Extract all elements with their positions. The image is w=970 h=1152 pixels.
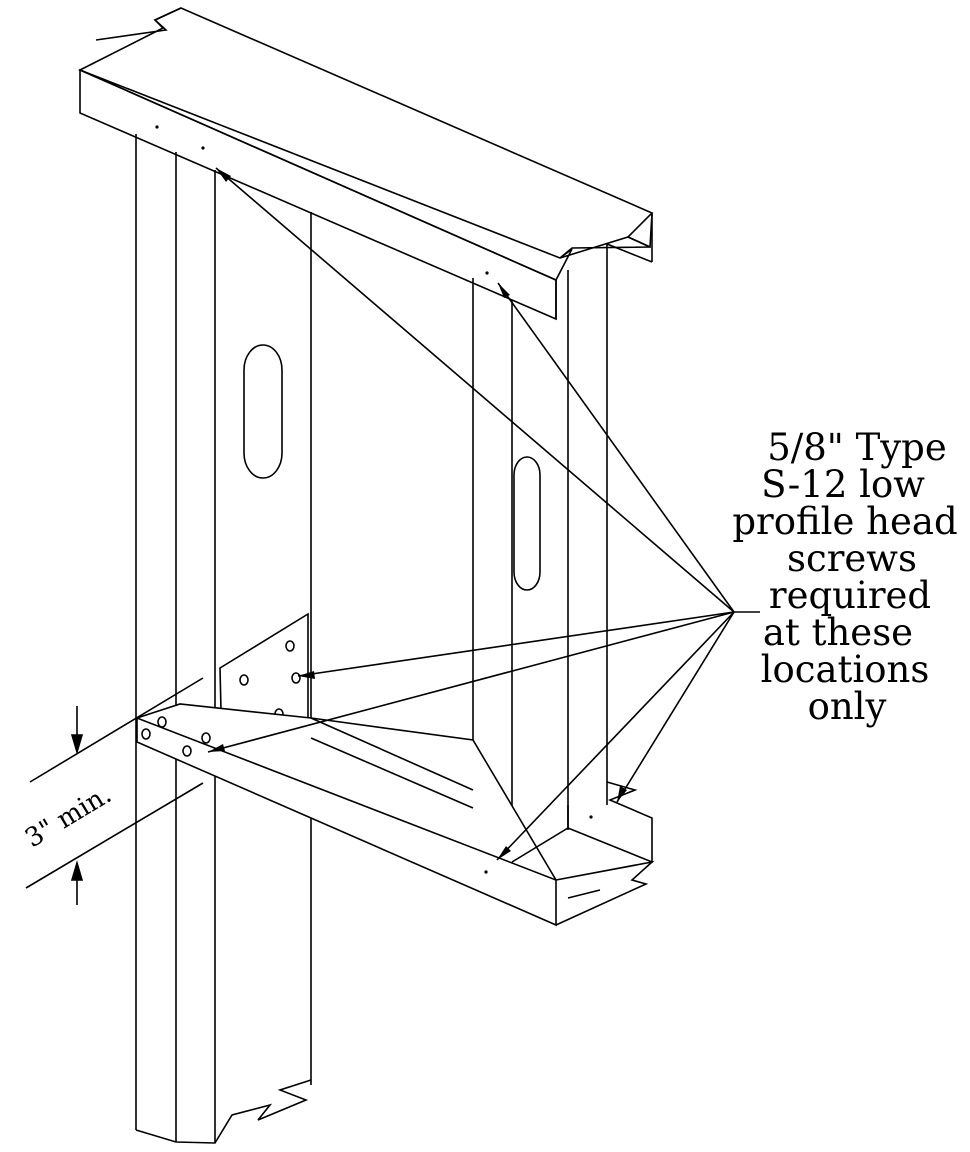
right-stud bbox=[472, 244, 608, 862]
left-stud bbox=[135, 134, 312, 1144]
callout-line-7: locations bbox=[761, 648, 930, 691]
leader-lines bbox=[207, 167, 760, 861]
callout-line-1: 5/8" Type bbox=[767, 426, 947, 469]
arrowhead-top-right bbox=[498, 283, 510, 298]
dimension-lines bbox=[25, 677, 204, 905]
bottom-track bbox=[511, 781, 655, 926]
callout-line-2: S-12 low bbox=[761, 463, 925, 506]
right-stud-web-hole bbox=[513, 456, 541, 591]
top-track bbox=[78, 7, 654, 321]
top-track-right-break bbox=[555, 212, 653, 281]
callout-line-3: profile head bbox=[732, 500, 957, 543]
left-stud-web-hole bbox=[243, 344, 283, 479]
bottom-track-break bbox=[555, 860, 655, 926]
screw-callout: 5/8" Type S-12 low profile head screws r… bbox=[732, 426, 957, 728]
screw-points bbox=[155, 125, 593, 874]
arrowhead-bottom-mid bbox=[497, 846, 511, 860]
bridging-member bbox=[134, 703, 558, 927]
arrowhead-clip bbox=[298, 671, 315, 679]
callout-line-5: required bbox=[769, 574, 931, 617]
top-track-break-line bbox=[95, 7, 182, 41]
callout-line-6: at these bbox=[763, 611, 913, 654]
callout-line-8: only bbox=[808, 685, 887, 728]
arrowhead-bottom-right bbox=[617, 786, 627, 802]
callout-line-4: screws bbox=[787, 537, 917, 580]
arrowhead-bridging bbox=[208, 744, 225, 752]
arrowhead-top-left bbox=[216, 168, 231, 182]
leader-arrowheads bbox=[208, 168, 627, 860]
left-stud-bottom-break bbox=[135, 1079, 312, 1144]
